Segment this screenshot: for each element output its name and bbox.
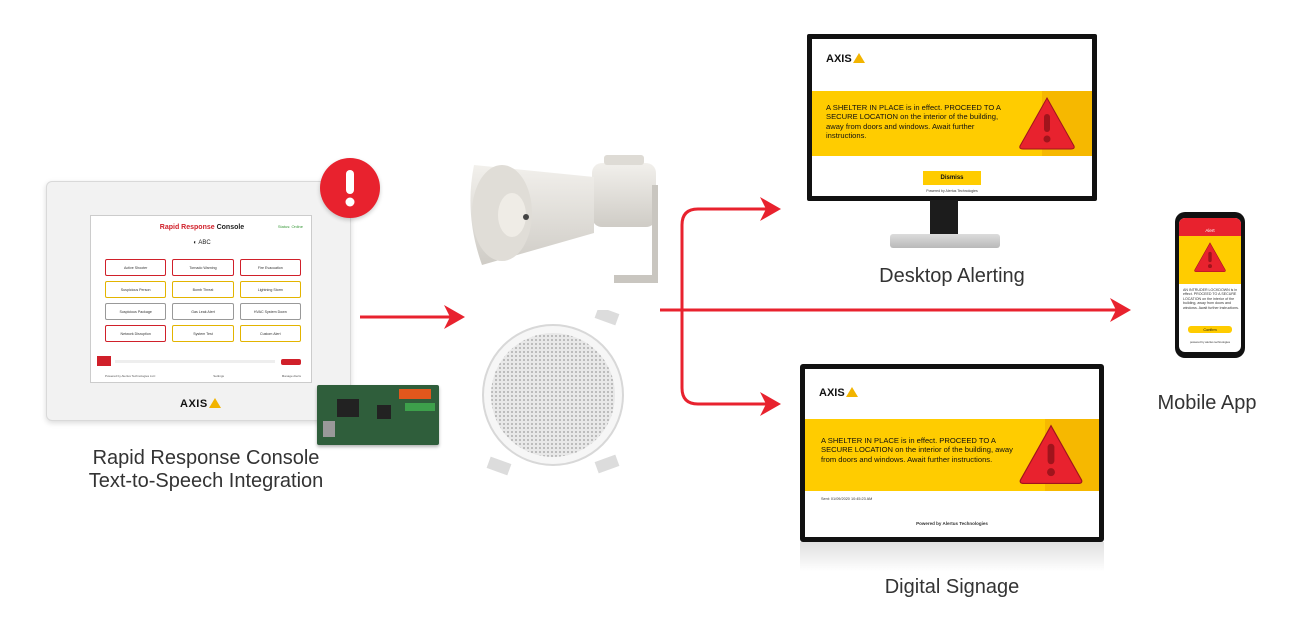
- circuit-board: [317, 385, 439, 445]
- signage-screen: AXIS A SHELTER IN PLACE is in effect. PR…: [805, 369, 1099, 537]
- alert-message: A SHELTER IN PLACE is in effect. PROCEED…: [821, 436, 1013, 464]
- alert-status-bar: [115, 360, 275, 363]
- confirm-button[interactable]: Confirm: [1188, 326, 1232, 333]
- phone-header: Alert: [1179, 218, 1241, 236]
- alert-message: A SHELTER IN PLACE is in effect. PROCEED…: [826, 103, 1001, 141]
- alert-button[interactable]: HVAC System Down: [239, 303, 301, 320]
- alert-button[interactable]: System Test: [172, 325, 234, 342]
- signage-reflection: [800, 542, 1104, 572]
- console-caption: Rapid Response Console Text-to-Speech In…: [88, 447, 324, 492]
- horn-speaker: [470, 155, 658, 283]
- phone-screen: Alert AN INTRUDER LOCKDOWN is in effect.…: [1179, 218, 1241, 352]
- ceiling-speaker: [482, 310, 624, 476]
- alert-button[interactable]: Tornado Warning: [172, 259, 234, 276]
- alert-button[interactable]: Active Shooter: [105, 259, 167, 276]
- desktop-screen: AXIS A SHELTER IN PLACE is in effect. PR…: [812, 39, 1092, 196]
- axis-logo: AXIS: [180, 398, 221, 410]
- alert-button[interactable]: Bomb Threat: [172, 281, 234, 298]
- signage-caption: Digital Signage: [884, 576, 1020, 598]
- axis-logo: AXIS: [826, 53, 865, 65]
- powered-by: Powered by Alertus Technologies: [916, 521, 988, 526]
- signage-display: AXIS A SHELTER IN PLACE is in effect. PR…: [800, 364, 1104, 542]
- cancel-button[interactable]: [281, 359, 301, 365]
- console-status: Status: Online: [277, 224, 303, 229]
- alert-exclamation-icon: [320, 158, 380, 218]
- alert-button[interactable]: Suspicious Package: [105, 303, 167, 320]
- desktop-monitor: AXIS A SHELTER IN PLACE is in effect. PR…: [807, 34, 1097, 201]
- desktop-caption: Desktop Alerting: [879, 265, 1025, 287]
- alert-button[interactable]: Network Disruption: [105, 325, 167, 342]
- powered-by: powered by alertus technologies: [1189, 340, 1231, 344]
- monitor-base: [890, 234, 1000, 248]
- powered-by: Powered by Alertus Technologies: [926, 189, 978, 193]
- active-alert-indicator: [97, 356, 111, 366]
- alert-button-grid: Active Shooter Tornado Warning Fire Evac…: [105, 259, 301, 342]
- alert-button[interactable]: Gas Leak Alert: [172, 303, 234, 320]
- mobile-phone: Alert AN INTRUDER LOCKDOWN is in effect.…: [1175, 212, 1245, 358]
- mobile-caption: Mobile App: [1157, 392, 1257, 414]
- warning-triangle-icon: [1194, 242, 1226, 273]
- console-screen: Rapid Response Console Status: Online ◐ …: [90, 215, 312, 383]
- warning-triangle-icon: [1019, 424, 1083, 485]
- alert-button[interactable]: Lightning Storm: [239, 281, 301, 298]
- arrow-to-signage: [680, 310, 781, 416]
- console-screen-title: Rapid Response Console: [159, 224, 245, 231]
- org-logo: ◐ ABC: [193, 240, 211, 246]
- alert-button[interactable]: Suspicious Person: [105, 281, 167, 298]
- axis-logo: AXIS: [819, 387, 858, 399]
- alert-button[interactable]: Fire Evacuation: [239, 259, 301, 276]
- warning-triangle-icon: [1019, 96, 1075, 150]
- dismiss-button[interactable]: Dismiss: [923, 171, 981, 185]
- sent-timestamp: Sent: 01/09/2020 10:45:23 AM: [821, 497, 873, 501]
- phone-alert-message: AN INTRUDER LOCKDOWN is in effect. PROCE…: [1183, 288, 1239, 310]
- monitor-stand: [930, 200, 958, 240]
- alert-button[interactable]: Custom Alert: [239, 325, 301, 342]
- arrow-to-desktop: [680, 197, 781, 310]
- console-footer: Powered by Alertus Technologies LLC Sett…: [105, 374, 301, 378]
